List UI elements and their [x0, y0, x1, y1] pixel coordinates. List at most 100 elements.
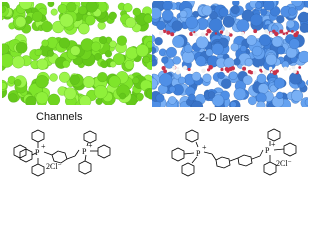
anion-water-sphere [283, 66, 288, 71]
atom-sphere [112, 53, 125, 66]
atom-sphere [135, 44, 149, 57]
phenyl-ring [171, 147, 185, 162]
atom-sphere [178, 76, 186, 85]
anion-water-sphere [274, 31, 279, 37]
anion-water-sphere [258, 66, 262, 70]
anion-water-sphere [264, 29, 269, 34]
atom-sphere [195, 55, 207, 67]
anion-water-sphere [226, 69, 230, 73]
atom-sphere [276, 15, 285, 24]
atom-sphere [15, 41, 28, 54]
atom-sphere [78, 5, 88, 15]
atom-sphere [289, 38, 300, 50]
atom-sphere [188, 93, 196, 102]
atom-sphere [298, 11, 308, 23]
anion-water-sphere [182, 65, 188, 70]
anion-water-sphere [282, 32, 286, 35]
atom-sphere [298, 50, 308, 63]
anion-water-sphere [187, 67, 191, 72]
atom-sphere [166, 46, 177, 58]
anion-water-sphere [208, 65, 213, 70]
phosphorus-label: P [35, 148, 40, 157]
atom-sphere [85, 2, 98, 13]
phenyl-ring [267, 128, 281, 142]
atom-sphere [271, 36, 283, 48]
atom-sphere [152, 34, 156, 43]
atom-sphere [162, 1, 173, 11]
atom-sphere [211, 43, 224, 55]
anion-water-sphere [189, 32, 194, 36]
atom-sphere [250, 13, 263, 27]
atom-sphere [108, 11, 117, 20]
atom-sphere [152, 46, 157, 55]
anion-water-sphere [205, 33, 209, 36]
atom-sphere [132, 7, 141, 17]
anion-water-sphere [176, 67, 180, 70]
anion-water-sphere [275, 69, 279, 73]
atom-sphere [233, 58, 241, 66]
anion-water-sphere [247, 69, 252, 74]
charge-label: + [202, 143, 207, 152]
atom-sphere [256, 100, 266, 107]
atom-sphere [35, 91, 49, 105]
atom-sphere [172, 35, 185, 48]
atom-sphere [201, 5, 213, 16]
atom-sphere [19, 2, 33, 10]
atom-sphere [191, 71, 202, 82]
atom-sphere [104, 50, 113, 58]
atom-sphere [142, 56, 150, 64]
anion-water-sphere [293, 32, 299, 38]
atom-sphere [143, 14, 152, 24]
atom-sphere [63, 87, 77, 100]
atom-sphere [47, 49, 54, 57]
atom-sphere [246, 35, 257, 46]
atom-sphere [233, 87, 247, 101]
atom-sphere [304, 1, 308, 8]
channels-packing-image [2, 2, 152, 105]
atom-sphere [79, 95, 92, 105]
atom-sphere [248, 96, 257, 106]
atom-sphere [82, 76, 95, 88]
anion-water-sphere [242, 66, 247, 71]
atom-sphere [116, 35, 127, 46]
atom-sphere [221, 78, 232, 89]
anion-water-sphere [224, 31, 230, 37]
atom-sphere [41, 21, 53, 33]
phenyl-ring [283, 142, 297, 157]
atom-sphere [35, 75, 49, 89]
anion-water-sphere [220, 67, 224, 72]
atom-sphere [183, 44, 193, 54]
atom-sphere [156, 20, 166, 31]
atom-sphere [242, 75, 253, 85]
atom-sphere [202, 73, 212, 83]
atom-sphere [171, 20, 183, 32]
atom-sphere [240, 45, 247, 52]
right-structural-formula: P + P + 2Cl⁻ [170, 128, 306, 188]
atom-sphere [276, 91, 284, 100]
phenyl-ring [181, 162, 195, 177]
phenyl-ring [83, 130, 97, 144]
anion-water-sphere [200, 32, 205, 37]
atom-sphere [230, 101, 237, 107]
anion-water-sphere [253, 29, 258, 34]
phenyl-ring [19, 148, 33, 163]
atom-sphere [230, 43, 239, 52]
atom-sphere [172, 56, 181, 65]
atom-sphere [228, 71, 238, 80]
atom-sphere [119, 92, 126, 100]
atom-sphere [161, 9, 174, 22]
phenyl-ring [31, 129, 45, 143]
layers-caption: 2-D layers [199, 112, 250, 124]
counterion-label: 2Cl⁻ [46, 162, 62, 171]
atom-sphere [179, 10, 188, 18]
atom-sphere [263, 1, 275, 11]
atom-sphere [93, 85, 108, 99]
atom-sphere [95, 97, 103, 105]
anion-water-sphere [259, 68, 262, 72]
anion-water-sphere [298, 66, 302, 69]
atom-sphere [59, 71, 70, 83]
anion-water-sphere [270, 71, 273, 74]
anion-water-sphere [228, 67, 233, 72]
atom-sphere [273, 77, 286, 89]
atom-sphere [47, 2, 55, 8]
